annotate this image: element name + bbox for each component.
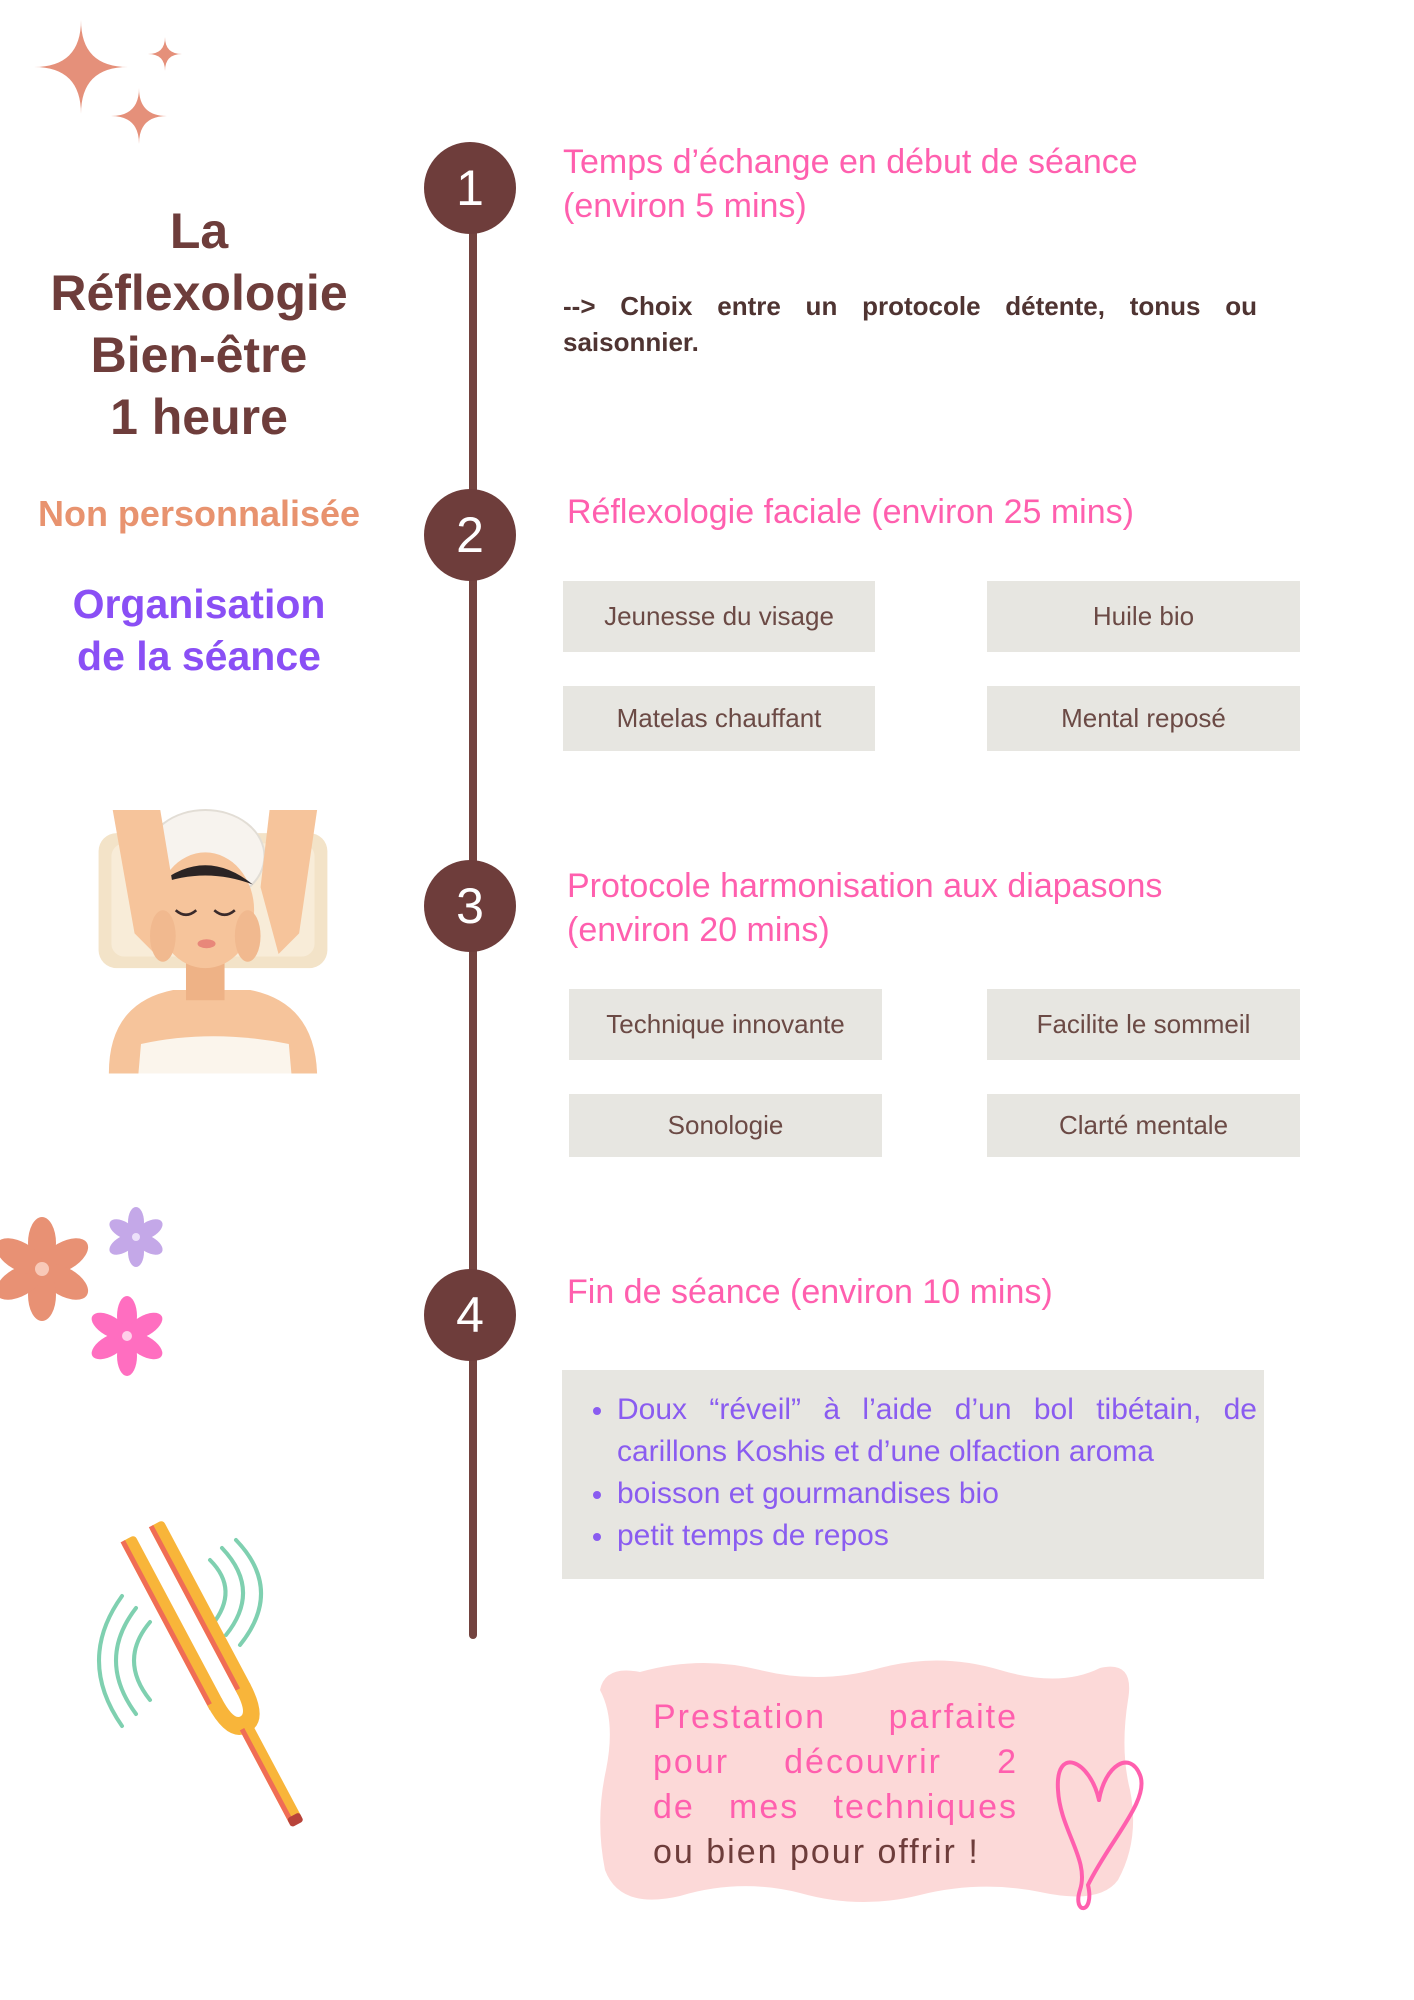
- bullet-list: Doux “réveil” à l’aide d’un bol tibétain…: [562, 1370, 1264, 1557]
- tag: Huile bio: [987, 581, 1300, 652]
- promo-text: Prestation parfaite pour découvrir 2 de …: [653, 1695, 1018, 1875]
- step-heading: Réflexologie faciale (environ 25 mins): [567, 490, 1134, 534]
- title-line: La: [169, 203, 229, 259]
- step-heading-line: Fin de séance (environ 10 mins): [567, 1273, 1053, 1311]
- tag: Clarté mentale: [987, 1094, 1300, 1157]
- massage-woman-illustration: [98, 809, 328, 1074]
- step-heading: Temps d’échange en début de séance (envi…: [563, 140, 1138, 228]
- step-number-badge: 3: [424, 860, 516, 952]
- step-heading-line: (environ 5 mins): [563, 187, 807, 225]
- list-item: boisson et gourmandises bio: [593, 1473, 1257, 1515]
- promo-line: de mes techniques: [653, 1788, 1018, 1826]
- organisation-line: de la séance: [77, 633, 321, 679]
- flower-icon: [91, 1296, 163, 1376]
- promo-bubble: [600, 1660, 1134, 1903]
- tag-grid: Jeunesse du visage Huile bio Matelas cha…: [563, 581, 1300, 751]
- tag: Mental reposé: [987, 686, 1300, 751]
- tag: Jeunesse du visage: [563, 581, 875, 652]
- step-heading-line: Réflexologie faciale (environ 25 mins): [567, 493, 1134, 531]
- promo-line: ou bien pour offrir !: [653, 1833, 980, 1871]
- tag-grid: Technique innovante Facilite le sommeil …: [569, 989, 1300, 1157]
- tag: Technique innovante: [569, 989, 882, 1060]
- list-item: petit temps de repos: [593, 1515, 1257, 1557]
- flower-icon: [109, 1207, 163, 1267]
- tag: Facilite le sommeil: [987, 989, 1300, 1060]
- step-heading: Fin de séance (environ 10 mins): [567, 1270, 1053, 1314]
- tuning-fork-icon: [120, 1521, 303, 1827]
- promo-line: Prestation parfaite: [653, 1698, 1018, 1736]
- title-line: 1 heure: [110, 389, 288, 445]
- step-heading-line: Protocole harmonisation aux diapasons: [567, 867, 1163, 905]
- sound-wave-icon: [97, 1538, 263, 1728]
- step-heading-line: (environ 20 mins): [567, 911, 830, 949]
- title-line: Réflexologie: [50, 265, 348, 321]
- title-line: Bien-être: [90, 327, 308, 383]
- subtitle: Non personnalisée: [37, 493, 361, 534]
- tag: Sonologie: [569, 1094, 882, 1157]
- organisation-line: Organisation: [72, 581, 326, 627]
- step-heading: Protocole harmonisation aux diapasons (e…: [567, 864, 1162, 952]
- flower-icon: [0, 1217, 89, 1321]
- promo-line: pour découvrir 2: [653, 1743, 1018, 1781]
- heart-icon: [1055, 1760, 1144, 1911]
- step-number-badge: 1: [424, 142, 516, 234]
- step-description: --> Choix entre un protocole détente, to…: [563, 291, 1257, 357]
- step-heading-line: Temps d’échange en début de séance: [563, 143, 1138, 181]
- list-item: Doux “réveil” à l’aide d’un bol tibétain…: [593, 1389, 1257, 1473]
- organisation-heading: Organisation de la séance: [0, 578, 398, 682]
- step-number-badge: 2: [424, 489, 516, 581]
- page-title: La Réflexologie Bien-être 1 heure: [0, 200, 398, 448]
- sparkle-icon: [34, 20, 182, 144]
- tag: Matelas chauffant: [563, 686, 875, 751]
- end-of-session-box: Doux “réveil” à l’aide d’un bol tibétain…: [562, 1370, 1264, 1579]
- step-number-badge: 4: [424, 1269, 516, 1361]
